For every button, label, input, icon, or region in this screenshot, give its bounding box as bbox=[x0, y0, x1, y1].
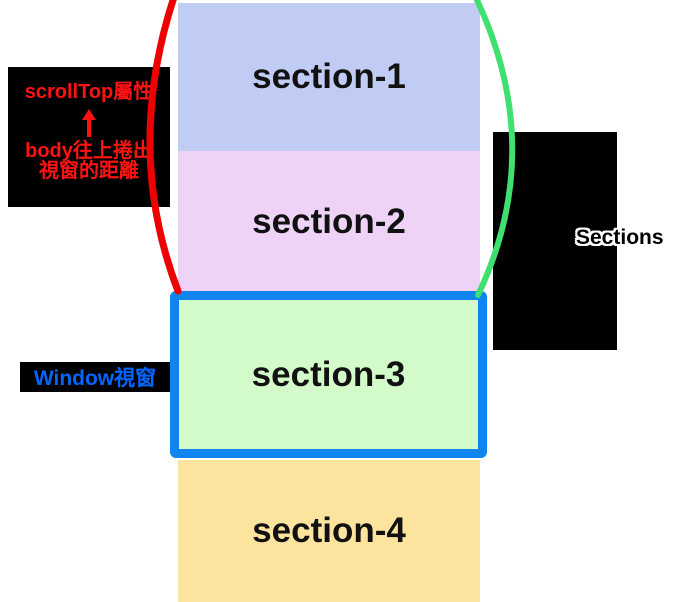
scrolltop-note-desc-line2: 視窗的距離 bbox=[39, 160, 139, 182]
scrolltop-note-title: scrollTop屬性 bbox=[24, 81, 154, 103]
section-4-block: section-4 bbox=[178, 460, 480, 602]
up-arrow-icon bbox=[82, 109, 96, 137]
window-viewport-box: section-3 bbox=[170, 291, 487, 458]
section-2-label: section-2 bbox=[252, 202, 406, 241]
sections-label: Sections bbox=[576, 226, 664, 249]
section-4-label: section-4 bbox=[252, 511, 406, 550]
section-2-block: section-2 bbox=[178, 151, 480, 293]
scrolltop-note-desc-line1: body往上捲出 bbox=[25, 140, 153, 162]
window-label-text: Window視窗 bbox=[33, 367, 157, 390]
section-1-block: section-1 bbox=[178, 3, 480, 151]
window-label: Window視窗 bbox=[20, 362, 170, 392]
section-1-label: section-1 bbox=[252, 57, 406, 96]
scrolltop-note-box: scrollTop屬性 body往上捲出 視窗的距離 bbox=[8, 67, 170, 207]
section-3-label: section-3 bbox=[251, 354, 406, 394]
